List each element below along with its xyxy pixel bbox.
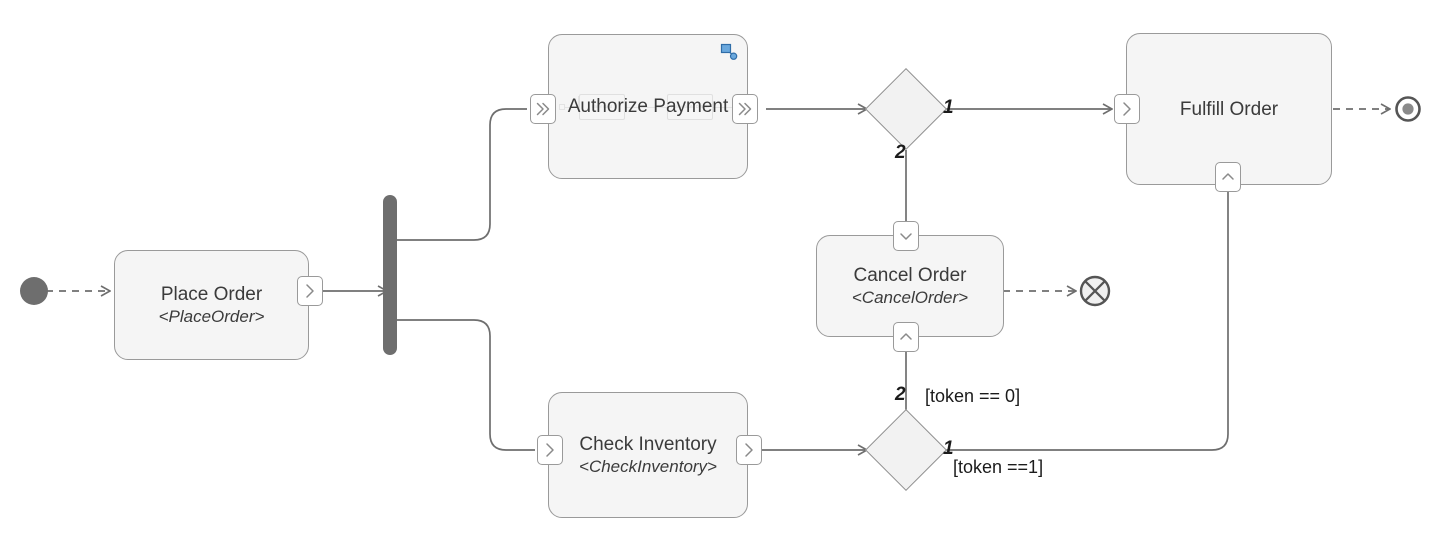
activity-stereotype: <PlaceOrder> (158, 307, 265, 326)
port-fulfill-order-in[interactable] (1114, 94, 1140, 124)
activity-title: Place Order (160, 284, 263, 305)
activity-check-inventory[interactable]: Check Inventory <CheckInventory> (548, 392, 748, 518)
linked-subdiagram-icon[interactable] (720, 43, 738, 61)
port-fulfill-order-bottom[interactable] (1215, 162, 1241, 192)
activity-cancel-order[interactable]: Cancel Order <CancelOrder> (816, 235, 1004, 337)
port-authorize-payment-out[interactable] (732, 94, 758, 124)
final-node[interactable] (1391, 92, 1425, 131)
chevron-right-icon (304, 283, 316, 299)
initial-node[interactable] (20, 277, 48, 305)
activity-title: Authorize Payment (567, 96, 729, 117)
chevron-right-icon (743, 442, 755, 458)
activity-title: Check Inventory (579, 434, 717, 455)
activity-stereotype: <CheckInventory> (579, 457, 717, 476)
chevron-right-icon (1121, 101, 1133, 117)
decision-inventory[interactable] (864, 408, 948, 492)
activity-title: Fulfill Order (1179, 98, 1279, 120)
guard-token-one: [token ==1] (953, 457, 1044, 477)
port-check-inventory-out[interactable] (736, 435, 762, 465)
activity-fulfill-order[interactable]: Fulfill Order (1126, 33, 1332, 185)
terminate-node[interactable] (1077, 273, 1113, 314)
fork-bar[interactable] (383, 195, 397, 355)
activity-stereotype: <CancelOrder> (851, 288, 969, 307)
port-cancel-order-top[interactable] (893, 221, 919, 251)
activity-authorize-payment[interactable]: Enter Card Authenticate Details Authoriz… (548, 34, 748, 179)
chevron-up-icon (1220, 171, 1236, 183)
activity-title: Cancel Order (853, 265, 967, 286)
port-place-order-out[interactable] (297, 276, 323, 306)
chevron-down-icon (898, 230, 914, 242)
sp-port-in (559, 103, 565, 110)
port-cancel-order-bottom[interactable] (893, 322, 919, 352)
port-check-inventory-in[interactable] (537, 435, 563, 465)
edge-label-payment-2: 2 (895, 142, 906, 163)
activity-place-order[interactable]: Place Order <PlaceOrder> (114, 250, 309, 360)
double-chevron-right-icon (737, 101, 753, 117)
guard-token-zero: [token == 0] (925, 386, 1021, 406)
chevron-right-icon (544, 442, 556, 458)
double-chevron-right-icon (535, 101, 551, 117)
edge-label-payment-1: 1 (943, 97, 954, 118)
port-authorize-payment-in[interactable] (530, 94, 556, 124)
edge-label-inventory-1: 1 (943, 438, 954, 459)
decision-payment[interactable] (864, 67, 948, 151)
edge-label-inventory-2: 2 (895, 384, 906, 405)
chevron-up-icon (898, 331, 914, 343)
